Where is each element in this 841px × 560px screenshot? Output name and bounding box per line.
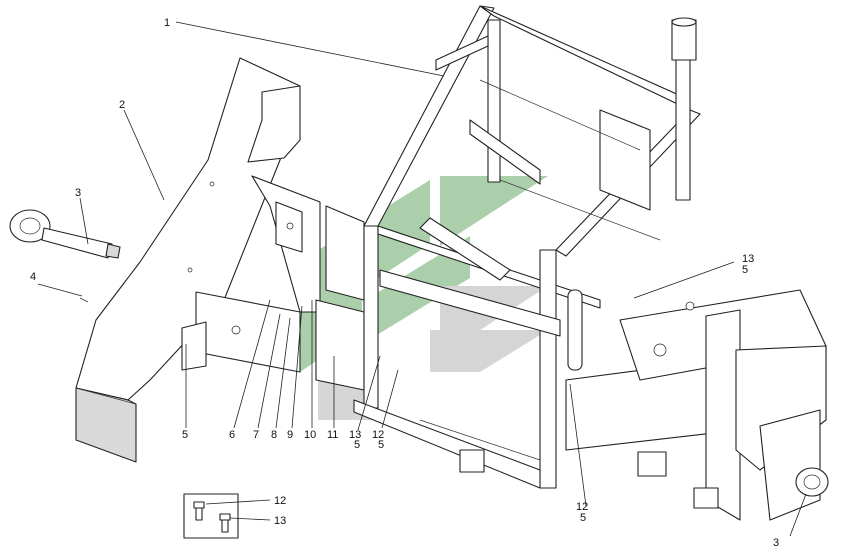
watermark-green-stripe-2	[372, 180, 430, 282]
right-lug	[637, 451, 667, 477]
right-bracket	[693, 487, 719, 509]
leader-3b	[789, 493, 807, 537]
pin-body	[79, 297, 89, 303]
bolt-13-shank	[221, 519, 229, 533]
callout-12-inset: 12	[274, 495, 286, 507]
watermark-green-stripe-3	[440, 176, 548, 246]
callout-7: 7	[253, 429, 259, 441]
fastener-inset	[183, 493, 239, 539]
leader-1	[175, 21, 445, 77]
callout-5: 5	[182, 429, 188, 441]
cage-top-cylinder	[671, 19, 697, 61]
callout-12-bottom: 12	[576, 501, 588, 513]
guard-edge-line	[75, 387, 137, 405]
callout-10: 10	[304, 429, 316, 441]
callout-3-right: 3	[773, 537, 779, 549]
cage-inner-post	[487, 19, 501, 183]
left-frame-hole	[231, 325, 241, 335]
bolt-13-head	[219, 513, 231, 521]
pin-part-4	[79, 297, 89, 303]
guard-end-block	[75, 387, 137, 463]
callout-1: 1	[164, 17, 170, 29]
shaft-tube	[41, 227, 113, 259]
cage-back-post	[675, 59, 691, 201]
leader-8	[275, 317, 291, 429]
leader-13b	[633, 261, 735, 299]
leader-9	[291, 305, 303, 429]
callout-5-mid-b: 5	[378, 439, 384, 451]
leader-6	[233, 299, 271, 429]
callout-9: 9	[287, 429, 293, 441]
cage-cross-x-2	[419, 217, 511, 281]
leader-12b	[569, 383, 587, 507]
cage-foot-plate	[459, 449, 485, 473]
callout-13-mid: 13	[349, 429, 361, 441]
leader-12a	[381, 369, 399, 429]
leader-13a	[357, 355, 381, 431]
callout-5-bottom: 5	[580, 512, 586, 524]
callout-labels: 1 2 3 3 4 5 6 7 8 9 10 11 13 5 12 5 13 5…	[30, 17, 779, 549]
cage-top-rail-left	[363, 5, 495, 227]
left-plate-hole	[286, 222, 294, 230]
cardan-shaft-left	[9, 209, 121, 259]
shaft-yoke-inner	[19, 217, 41, 235]
shaft-yoke-left	[9, 209, 51, 243]
right-frame-hole-1	[653, 343, 667, 357]
cage-right-post	[539, 249, 557, 489]
callout-3-left: 3	[75, 187, 81, 199]
callout-6: 6	[229, 429, 235, 441]
callout-5-mid-a: 5	[354, 439, 360, 451]
right-frame-hole-2	[685, 301, 695, 311]
shaft-spline	[105, 243, 121, 259]
guard-side-face	[247, 85, 301, 163]
yoke-right-outer	[795, 467, 829, 497]
cage-diagonal-2	[599, 109, 651, 211]
cage-diagonal-1	[469, 119, 541, 185]
yoke-right-inner	[803, 474, 821, 490]
guard-part-2	[75, 57, 301, 463]
bolt-12-head	[193, 501, 205, 509]
callout-5-right: 5	[742, 264, 748, 276]
leader-13c	[229, 517, 271, 521]
cage-left-post	[363, 225, 379, 409]
cage-top-rail-back	[479, 5, 691, 111]
left-frame-section	[181, 175, 365, 391]
guard-hole-2	[187, 267, 193, 273]
bolt-12-shank	[195, 507, 203, 521]
callout-13-inset: 13	[274, 515, 286, 527]
right-frame-section	[565, 289, 827, 521]
leader-4	[37, 283, 83, 297]
cage-inner-line-2	[419, 419, 541, 461]
leader-7	[257, 313, 281, 429]
left-upright-panel	[325, 205, 365, 301]
cage-inner-line-1	[499, 179, 661, 241]
right-frame-tower	[705, 309, 741, 521]
cage-frame-part-1	[353, 5, 701, 489]
callout-4: 4	[30, 271, 36, 283]
callout-12-mid: 12	[372, 429, 384, 441]
watermark-grey-stripe-3	[430, 330, 548, 372]
left-crossmember	[315, 299, 365, 391]
leader-2	[123, 109, 165, 201]
callout-11: 11	[327, 429, 338, 441]
right-frame-end	[759, 409, 821, 521]
cage-cylinder-cap	[671, 17, 697, 27]
cardan-yoke-right	[795, 467, 829, 497]
callout-13-right: 13	[742, 253, 754, 265]
guard-hole-1	[209, 181, 215, 187]
leader-3a	[79, 197, 89, 245]
cage-cross-x-1	[379, 269, 561, 337]
left-frame-bracket	[181, 321, 207, 371]
cage-base-rail	[353, 399, 541, 489]
cage-handrail	[567, 289, 583, 371]
leader-12c	[205, 499, 271, 505]
cage-inner-line-3	[479, 79, 641, 151]
callout-2: 2	[119, 99, 125, 111]
leader-lines	[37, 21, 807, 537]
callout-8: 8	[271, 429, 277, 441]
cage-inner-rail	[435, 35, 489, 71]
